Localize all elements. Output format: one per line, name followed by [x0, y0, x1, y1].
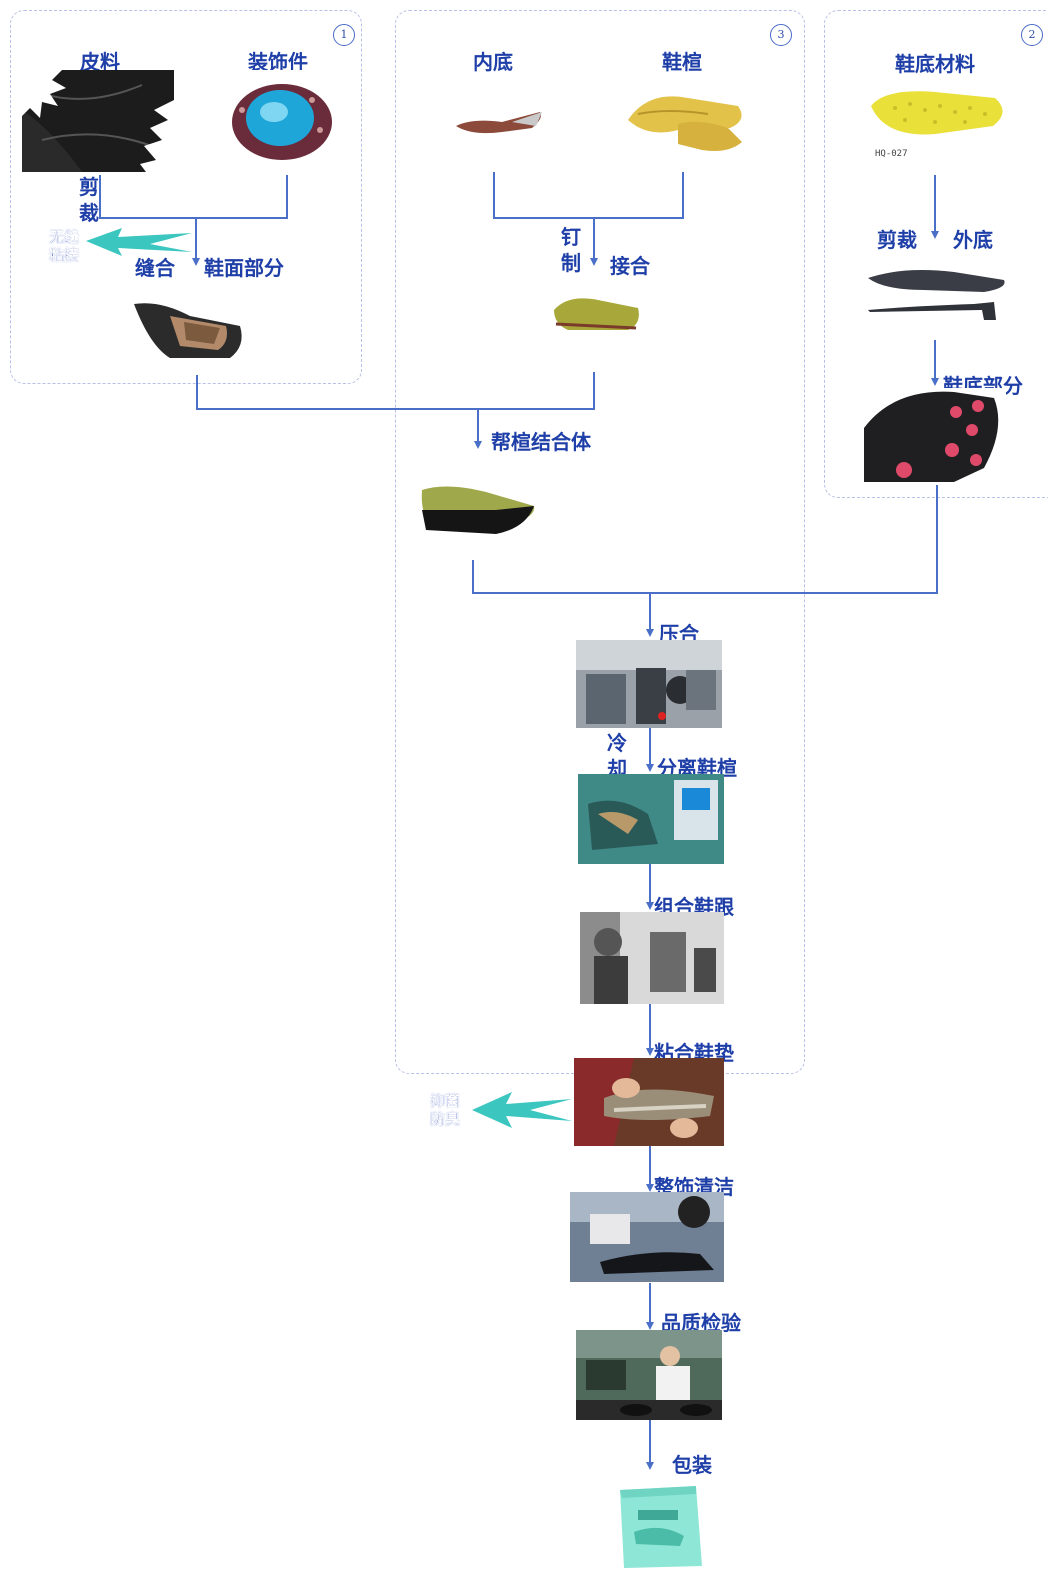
side-arrow-seamless	[86, 228, 192, 256]
last-photo	[618, 80, 752, 162]
label-cut-right: 剪裁	[877, 228, 917, 252]
label-insole: 内底	[473, 50, 513, 74]
sole-part-photo	[864, 388, 1006, 482]
packaging-photo	[614, 1480, 708, 1568]
group-badge-1: 1	[333, 24, 355, 46]
label-packaging: 包装	[672, 1453, 712, 1477]
lasted-upper-photo	[548, 290, 644, 336]
label-last: 鞋楦	[662, 50, 702, 74]
sole-material-photo: HQ-027	[865, 80, 1011, 172]
glue-insole-photo	[574, 1058, 724, 1146]
leather-photo	[22, 70, 174, 172]
label-sole-material: 鞋底材料	[895, 52, 975, 76]
sole-code-text: HQ-027	[875, 149, 908, 159]
group-badge-2: 2	[1021, 24, 1043, 46]
connector-leather	[99, 175, 288, 219]
label-upper-part: 鞋面部分	[204, 256, 284, 280]
group-upper-box	[10, 10, 362, 384]
label-antibacterial: 抑菌防臭	[429, 1092, 460, 1128]
accessory-photo	[222, 70, 344, 170]
connector-merge-upper	[196, 372, 595, 410]
label-outsole: 外底	[953, 228, 993, 252]
label-sew: 缝合	[135, 256, 175, 280]
outsole-photo	[864, 264, 1010, 324]
insole-photo	[452, 108, 548, 140]
label-upper-last-body: 帮楦结合体	[491, 430, 591, 454]
quality-check-photo	[576, 1330, 722, 1420]
connector-merge-sole	[472, 485, 938, 594]
finish-clean-photo	[570, 1192, 724, 1282]
label-nail: 钉制	[561, 225, 581, 275]
upper-part-photo	[130, 296, 246, 364]
label-cut-left: 剪裁	[79, 175, 99, 225]
group-badge-3: 3	[770, 24, 792, 46]
upper-last-body-photo	[416, 480, 540, 540]
assemble-heel-photo	[580, 912, 724, 1004]
side-arrow-antibacterial	[472, 1092, 572, 1128]
connector-insole-last	[493, 172, 684, 219]
label-seamless: 无缝粘接	[48, 228, 79, 264]
label-join: 接合	[610, 254, 650, 278]
separate-last-photo	[578, 774, 724, 864]
press-photo	[576, 640, 722, 728]
